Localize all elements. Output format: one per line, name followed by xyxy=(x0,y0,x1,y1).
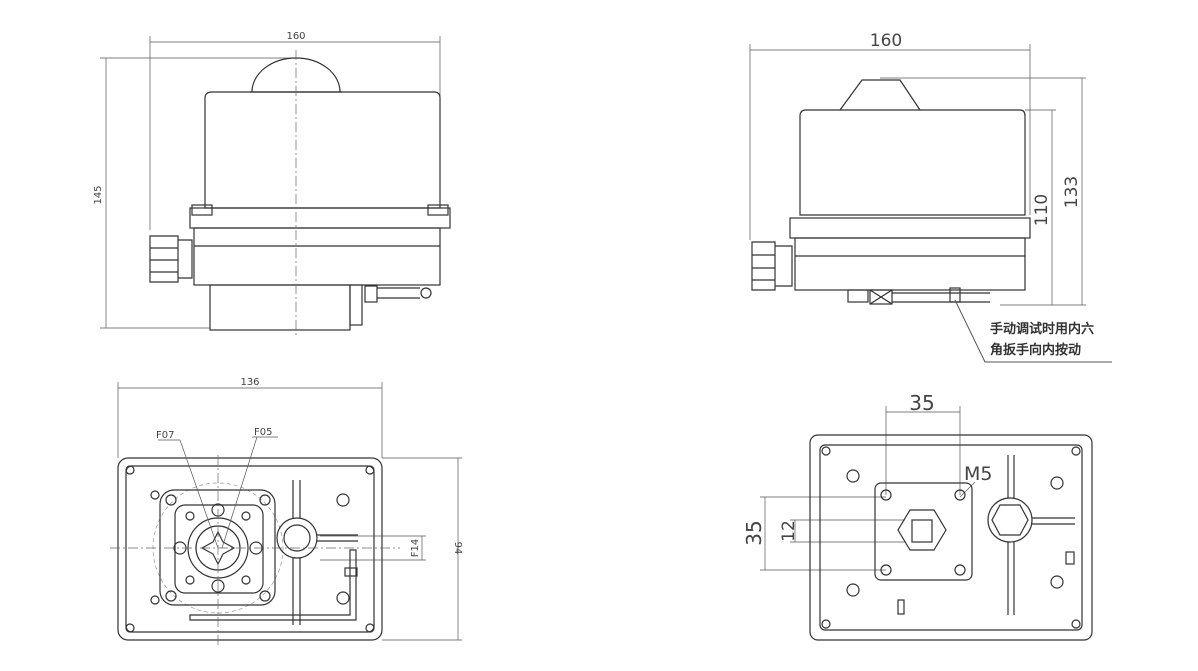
side-view: 160 110 133 手动调试时用内六 角扳手向内按动 xyxy=(749,31,1112,363)
front-height-dimension: 145 xyxy=(93,185,104,204)
hole-spacing-horizontal: 35 xyxy=(909,391,934,415)
side-height-110-dimension: 110 xyxy=(1032,194,1052,226)
front-view: 160 145 xyxy=(93,31,451,335)
side-width-dimension: 160 xyxy=(870,31,902,51)
front-width-dimension: 160 xyxy=(286,31,305,42)
bottom-view: 136 94 F14 xyxy=(110,377,463,645)
manual-operation-note-line1: 手动调试时用内六 xyxy=(990,321,1094,337)
bottom-width-dimension: 136 xyxy=(240,377,259,388)
square-drive-dimension: 12 xyxy=(779,520,799,542)
bottom-height-dimension: 94 xyxy=(452,542,463,555)
f07-flange-label: F07 xyxy=(156,430,174,441)
hole-spacing-vertical: 35 xyxy=(742,520,766,545)
manual-operation-note-line2: 角扳手向内按动 xyxy=(990,342,1081,358)
bolt-holes xyxy=(150,490,271,605)
f05-flange-label: F05 xyxy=(254,427,272,438)
thread-label: M5 xyxy=(964,463,992,485)
side-height-133-dimension: 133 xyxy=(1062,176,1082,208)
mount-view: 35 35 12 M5 xyxy=(742,391,1093,641)
f14-square-dimension: F14 xyxy=(410,539,421,557)
